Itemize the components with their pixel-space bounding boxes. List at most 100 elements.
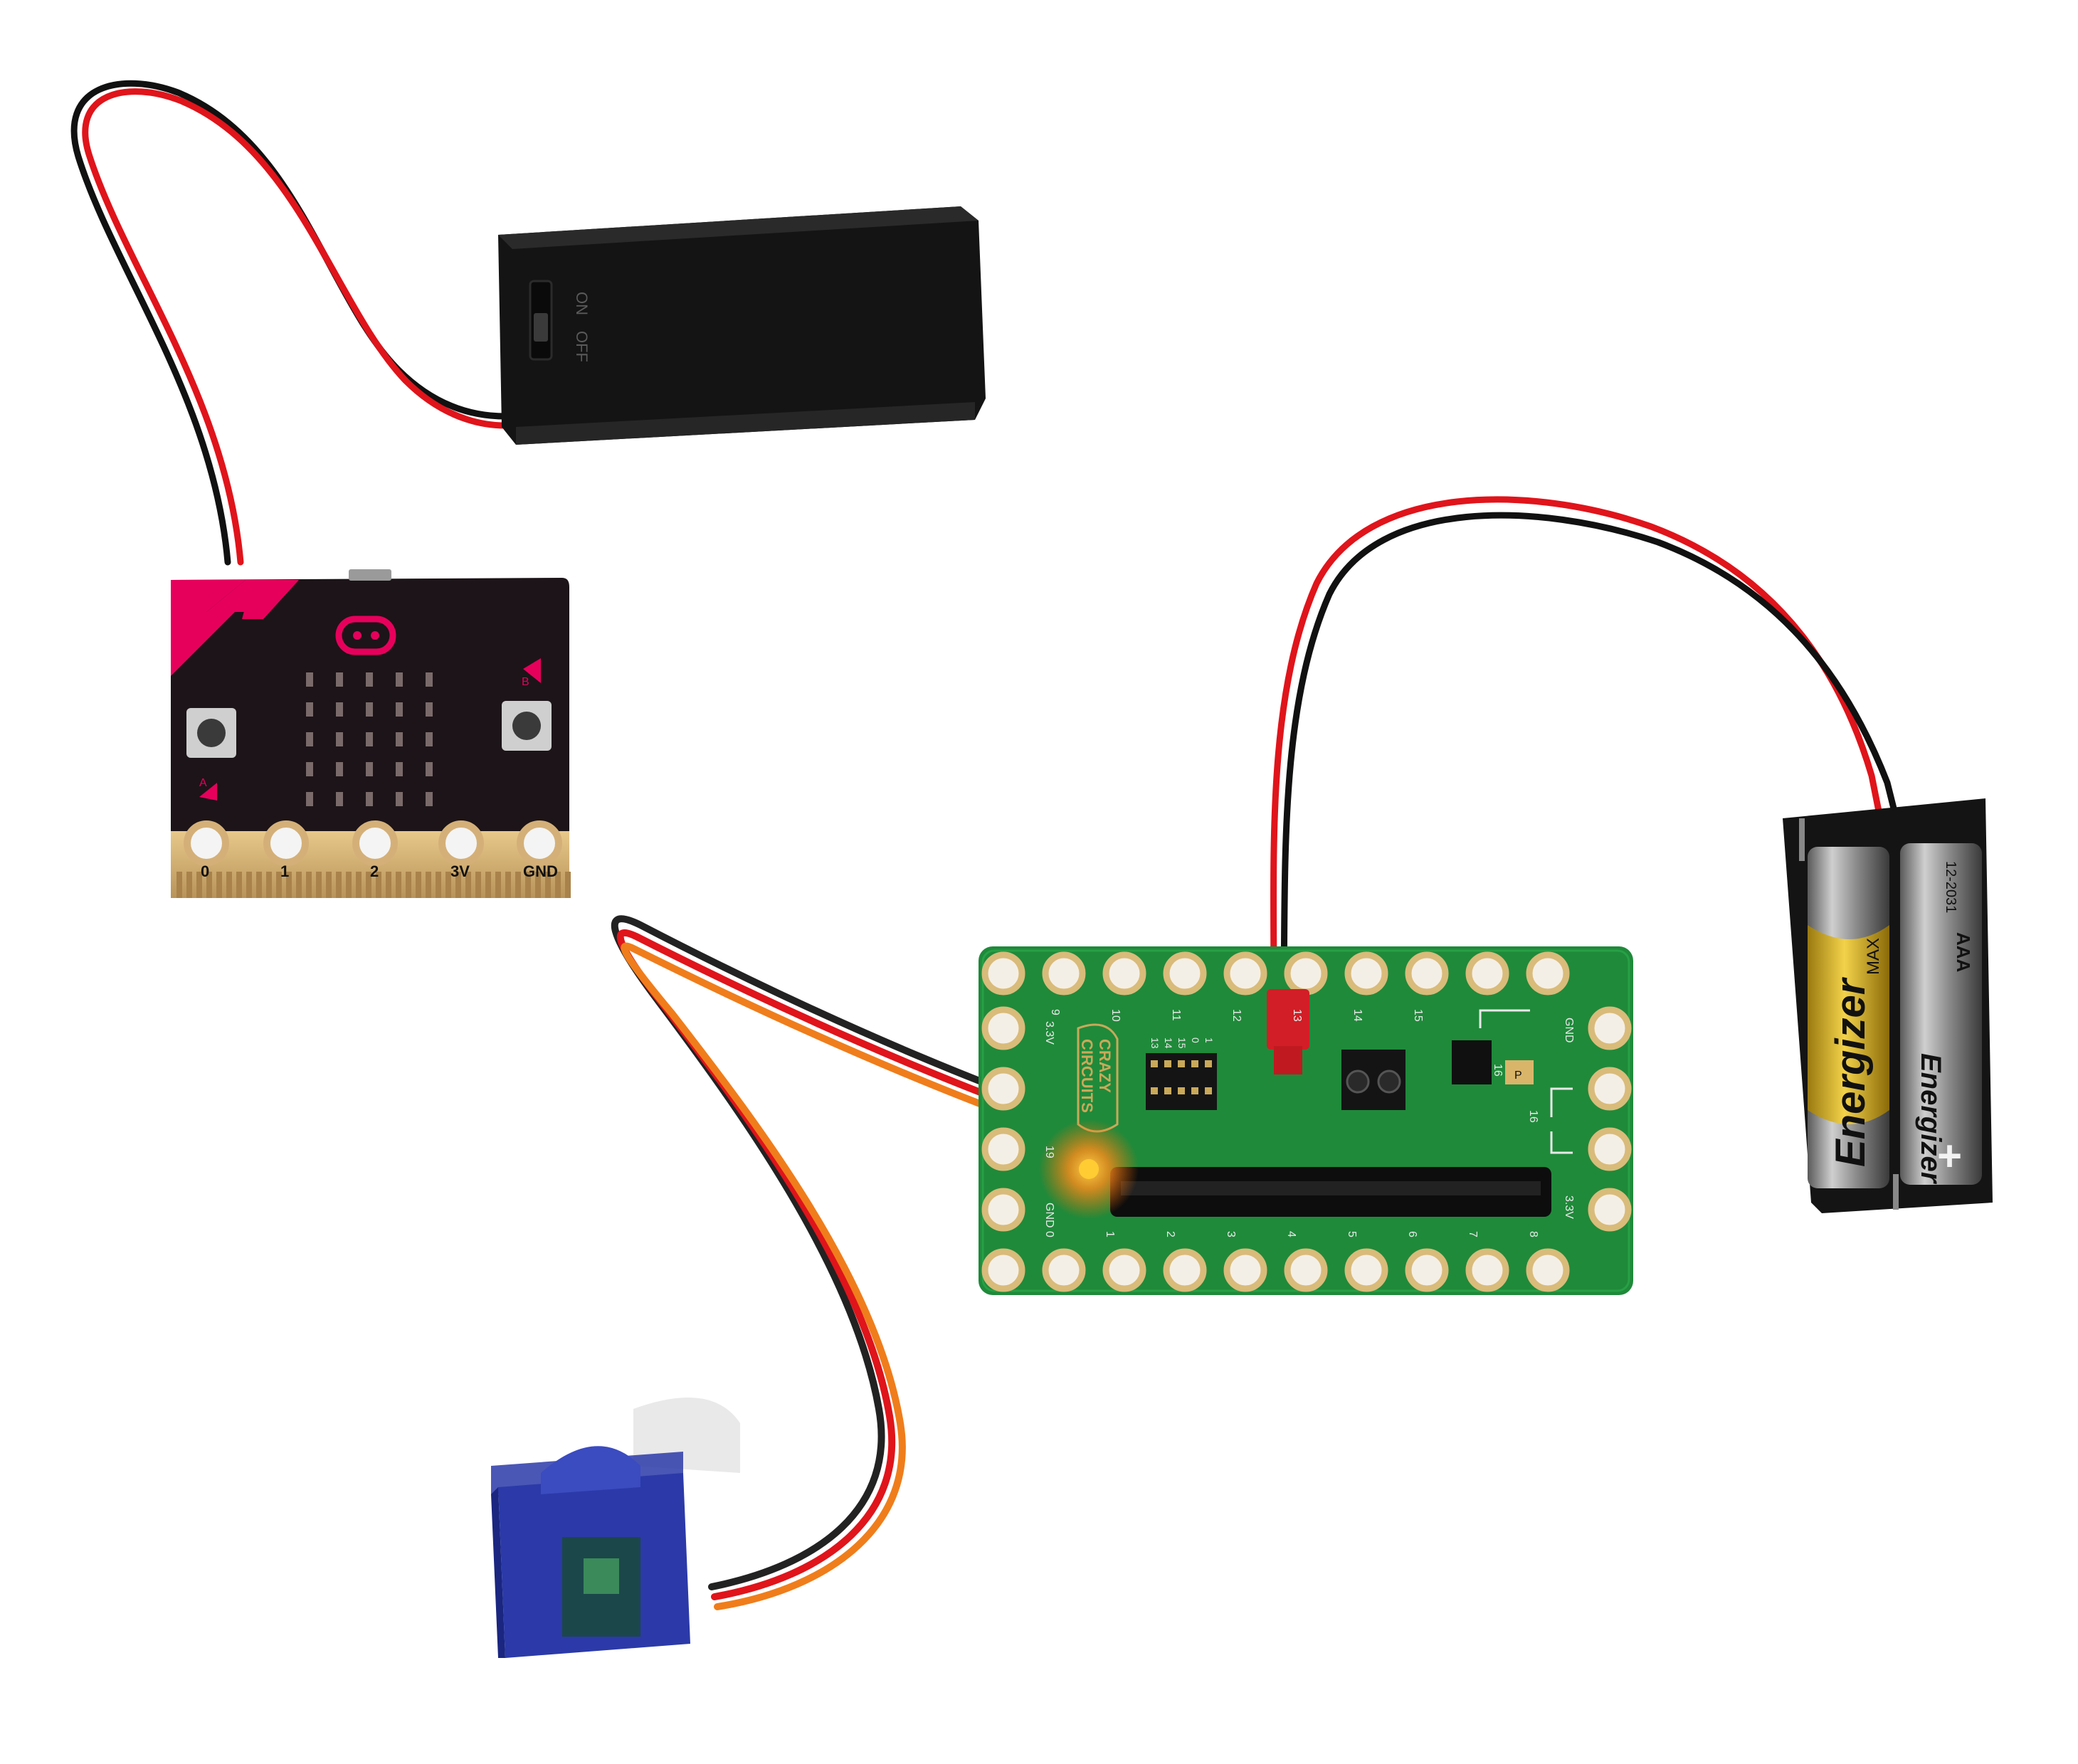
led xyxy=(336,792,343,806)
left-pin-hole[interactable] xyxy=(981,1127,1025,1171)
top-pin-label: 14 xyxy=(1351,1009,1364,1022)
led xyxy=(396,672,403,687)
edge-strip xyxy=(306,872,312,898)
edge-strip xyxy=(376,872,381,898)
edge-strip xyxy=(246,872,252,898)
led xyxy=(426,672,433,687)
top-pin-hole[interactable] xyxy=(981,951,1025,995)
edge-connector-strips xyxy=(176,872,571,898)
edge-strip xyxy=(286,872,292,898)
button-b[interactable] xyxy=(502,701,552,751)
bottom-pin-hole[interactable] xyxy=(1163,1248,1207,1292)
microbit-pad-2[interactable] xyxy=(352,820,398,866)
header-pin xyxy=(1191,1087,1198,1094)
status-led xyxy=(1079,1159,1099,1179)
microbit-pad-0[interactable] xyxy=(184,820,229,866)
right-pin-hole[interactable] xyxy=(1588,1127,1632,1171)
pin-header[interactable] xyxy=(1146,1053,1217,1110)
button-a-label: A xyxy=(199,777,207,789)
screw-terminal[interactable] xyxy=(1341,1050,1405,1110)
edge-strip xyxy=(535,872,541,898)
right-pin-hole[interactable] xyxy=(1588,1188,1632,1232)
edge-strip xyxy=(196,872,202,898)
top-pin-hole[interactable] xyxy=(1163,951,1207,995)
battery-1-subbrand: MAX xyxy=(1864,938,1883,975)
edge-strip xyxy=(276,872,282,898)
edge-strip xyxy=(216,872,222,898)
top-pin-hole[interactable] xyxy=(1405,951,1449,995)
bottom-pin-hole[interactable] xyxy=(1344,1248,1388,1292)
top-pin-label: 9 xyxy=(1049,1009,1061,1015)
power-connector[interactable] xyxy=(1267,989,1309,1050)
spring-contact xyxy=(1893,1174,1899,1210)
bottom-pin-hole[interactable] xyxy=(1465,1248,1509,1292)
bottom-pin-hole[interactable] xyxy=(981,1248,1025,1292)
led-matrix xyxy=(306,672,433,806)
edge-strip xyxy=(545,872,551,898)
bottom-pin-hole[interactable] xyxy=(1284,1248,1328,1292)
chip-label-16: 16 xyxy=(1492,1064,1504,1077)
right-pin-hole[interactable] xyxy=(1588,1067,1632,1111)
led xyxy=(366,672,373,687)
top-pin-label: 12 xyxy=(1230,1009,1243,1022)
led xyxy=(336,732,343,746)
led xyxy=(396,792,403,806)
top-pin-label: 10 xyxy=(1109,1009,1122,1022)
left-pin-hole[interactable] xyxy=(981,1067,1025,1111)
left-pin-hole[interactable] xyxy=(981,1188,1025,1232)
top-pin-hole[interactable] xyxy=(1102,951,1146,995)
header-pin xyxy=(1178,1060,1185,1067)
bottom-pin-hole[interactable] xyxy=(1223,1248,1267,1292)
top-pin-hole[interactable] xyxy=(1042,951,1086,995)
edge-strip xyxy=(226,872,232,898)
battery-wire-top xyxy=(70,80,509,566)
top-pin-hole[interactable] xyxy=(1344,951,1388,995)
microbit-pin-0-label: 0 xyxy=(201,862,210,880)
edge-strip xyxy=(206,872,212,898)
led xyxy=(306,732,313,746)
edge-strip xyxy=(416,872,421,898)
bottom-pin-hole[interactable] xyxy=(1526,1248,1570,1292)
led xyxy=(336,762,343,776)
led xyxy=(306,672,313,687)
top-pin-label: 15 xyxy=(1412,1009,1424,1022)
chip xyxy=(1452,1040,1492,1084)
battery-pack-top: ON OFF xyxy=(498,206,986,445)
microbit-pad-1[interactable] xyxy=(263,820,309,866)
led xyxy=(306,702,313,717)
led xyxy=(426,762,433,776)
edge-strip xyxy=(326,872,332,898)
button-a[interactable] xyxy=(186,708,236,758)
edge-strip xyxy=(336,872,342,898)
bottom-pin-label: 5 xyxy=(1346,1231,1358,1237)
header-pin xyxy=(1205,1087,1212,1094)
bottom-pin-hole[interactable] xyxy=(1102,1248,1146,1292)
usb-port[interactable] xyxy=(349,569,391,581)
top-pin-hole[interactable] xyxy=(1465,951,1509,995)
microbit-pin-2-label: 2 xyxy=(370,862,379,880)
microbit-pad-3[interactable] xyxy=(438,820,484,866)
top-pin-label: 11 xyxy=(1170,1009,1182,1021)
header-label: 0 xyxy=(1190,1037,1201,1043)
header-label: 13 xyxy=(1149,1037,1161,1049)
bottom-pin-hole[interactable] xyxy=(1405,1248,1449,1292)
header-pin xyxy=(1164,1087,1171,1094)
right-label-3v3: 3.3V xyxy=(1563,1195,1575,1219)
edge-strip xyxy=(176,872,182,898)
edge-strip xyxy=(525,872,531,898)
bottom-pin-hole[interactable] xyxy=(1042,1248,1086,1292)
edge-strip xyxy=(505,872,511,898)
led xyxy=(366,702,373,717)
left-pin-hole[interactable] xyxy=(981,1006,1025,1050)
bottom-pin-label: 6 xyxy=(1406,1231,1418,1237)
top-pin-hole[interactable] xyxy=(1284,951,1328,995)
top-pin-hole[interactable] xyxy=(1223,951,1267,995)
right-pin-hole[interactable] xyxy=(1588,1006,1632,1050)
battery-wire-right xyxy=(1270,496,1898,996)
microbit-pad-4[interactable] xyxy=(517,820,562,866)
bottom-pin-label: 8 xyxy=(1527,1231,1539,1237)
top-pin-hole[interactable] xyxy=(1526,951,1570,995)
led xyxy=(366,762,373,776)
